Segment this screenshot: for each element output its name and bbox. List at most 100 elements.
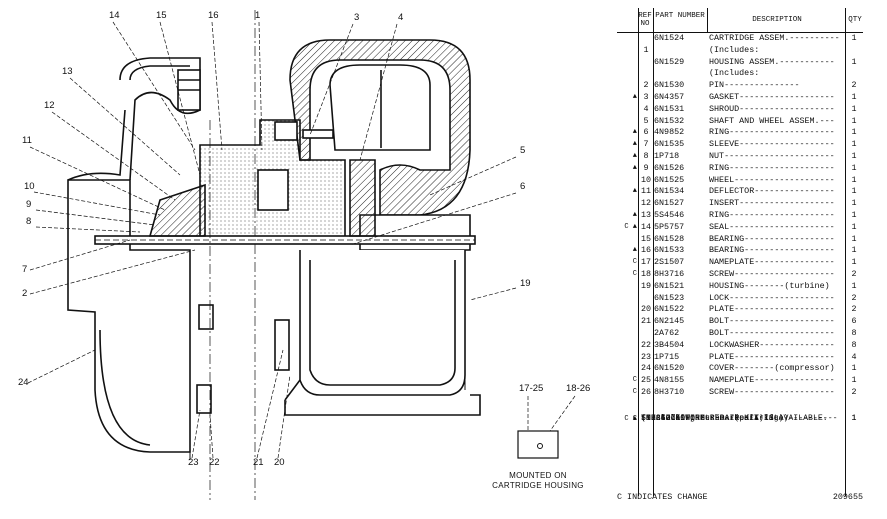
ref-no: 21 (640, 316, 652, 327)
caption-line2: CARTRIDGE HOUSING (492, 481, 584, 490)
header-qty: QTY (848, 16, 862, 24)
header-description: DESCRIPTION (752, 16, 802, 24)
description: NAMEPLATE---------------- (709, 257, 835, 268)
callout-20: 20 (274, 457, 285, 468)
table-footer: C INDICATES CHANGE 209655 (617, 492, 863, 504)
quantity: 1 (851, 245, 857, 256)
part-number: 6N1526 (654, 162, 685, 173)
description: WHEEL-------------------- (709, 174, 835, 185)
change-mark: ▲ (632, 151, 637, 160)
ref-no: 22 (640, 339, 652, 350)
header-part-number: PART NUMBER (655, 12, 705, 20)
header-ref: REF NO (638, 12, 652, 28)
part-number: 6N1527 (654, 198, 685, 209)
note-text: (Includes parts marked ▲) (641, 413, 764, 423)
description: BEARING------------------ (709, 233, 835, 244)
description: PLATE-------------------- (709, 351, 835, 362)
quantity: 1 (851, 198, 857, 209)
callout-4: 4 (398, 12, 403, 23)
quantity: 2 (851, 386, 857, 397)
description: BEARING------------------ (709, 245, 835, 256)
change-indicator-note: C INDICATES CHANGE (617, 492, 708, 502)
quantity: 2 (851, 80, 857, 91)
note-text: SMHS6774 FORM--------------------------- (641, 413, 838, 423)
part-number: 8H3716 (654, 268, 685, 279)
ref-no: 17 (640, 257, 652, 268)
part-number: 6N4357 (654, 91, 685, 102)
part-number: 6N2145 (654, 316, 685, 327)
part-number: 6N1521 (654, 280, 685, 291)
callout-24: 24 (18, 377, 29, 388)
quantity: 1 (851, 91, 857, 102)
callout-18-26: 18-26 (566, 383, 590, 394)
quantity: 1 (851, 221, 857, 232)
ref-no: 23 (640, 351, 652, 362)
quantity: 1 (851, 209, 857, 220)
callout-8: 8 (26, 216, 31, 227)
description: SCREW-------------------- (709, 386, 835, 397)
change-mark: C (632, 387, 637, 396)
ref-no: 25 (640, 375, 652, 386)
quantity: 1 (851, 33, 857, 43)
quantity: 1 (851, 363, 857, 374)
description: (Includes: (709, 68, 760, 79)
quantity: 1 (851, 413, 857, 423)
description: NAMEPLATE---------------- (709, 375, 835, 386)
change-mark: ▲ (632, 246, 637, 255)
callout-6: 6 (520, 181, 525, 192)
description: SEAL--------------------- (709, 221, 835, 232)
quantity: 1 (851, 162, 857, 173)
callout-11: 11 (22, 135, 32, 146)
description: BOLT--------------------- (709, 327, 835, 338)
table-row: (Includes: (617, 68, 863, 80)
change-mark: C (632, 414, 637, 423)
callout-2: 2 (22, 288, 27, 299)
quantity: 1 (851, 280, 857, 291)
quantity: 1 (851, 174, 857, 185)
part-number: 4N9852 (654, 127, 685, 138)
description: BOLT--------------------- (709, 316, 835, 327)
description: SLEEVE------------------- (709, 139, 835, 150)
ref-no: 9 (643, 162, 649, 173)
part-number: 2A762 (654, 327, 680, 338)
change-mark: C ▲ (624, 414, 637, 423)
quantity: 1 (851, 103, 857, 114)
part-number: 6N1529 (654, 56, 685, 67)
description: RING--------------------- (709, 127, 835, 138)
part-number: 8H3710 (654, 386, 685, 397)
ref-no: 12 (640, 198, 652, 209)
change-mark: ▲ (632, 187, 637, 196)
change-mark: ▲ (632, 140, 637, 149)
part-number: 6N1530 (654, 80, 685, 91)
description: (Includes: (709, 44, 760, 55)
callout-17-25: 17-25 (519, 383, 543, 394)
drawing-number: 209655 (832, 492, 863, 502)
note-text: 5N7242 KIT --------(cartridge)-------- (641, 413, 828, 423)
description: GASKET------------------- (709, 91, 835, 102)
part-number: 6N1533 (654, 245, 685, 256)
part-number: 6N1534 (654, 186, 685, 197)
callout-9: 9 (26, 199, 31, 210)
quantity: 1 (851, 375, 857, 386)
ref-no: 1 (643, 44, 649, 55)
turbine-outlet (299, 250, 466, 396)
